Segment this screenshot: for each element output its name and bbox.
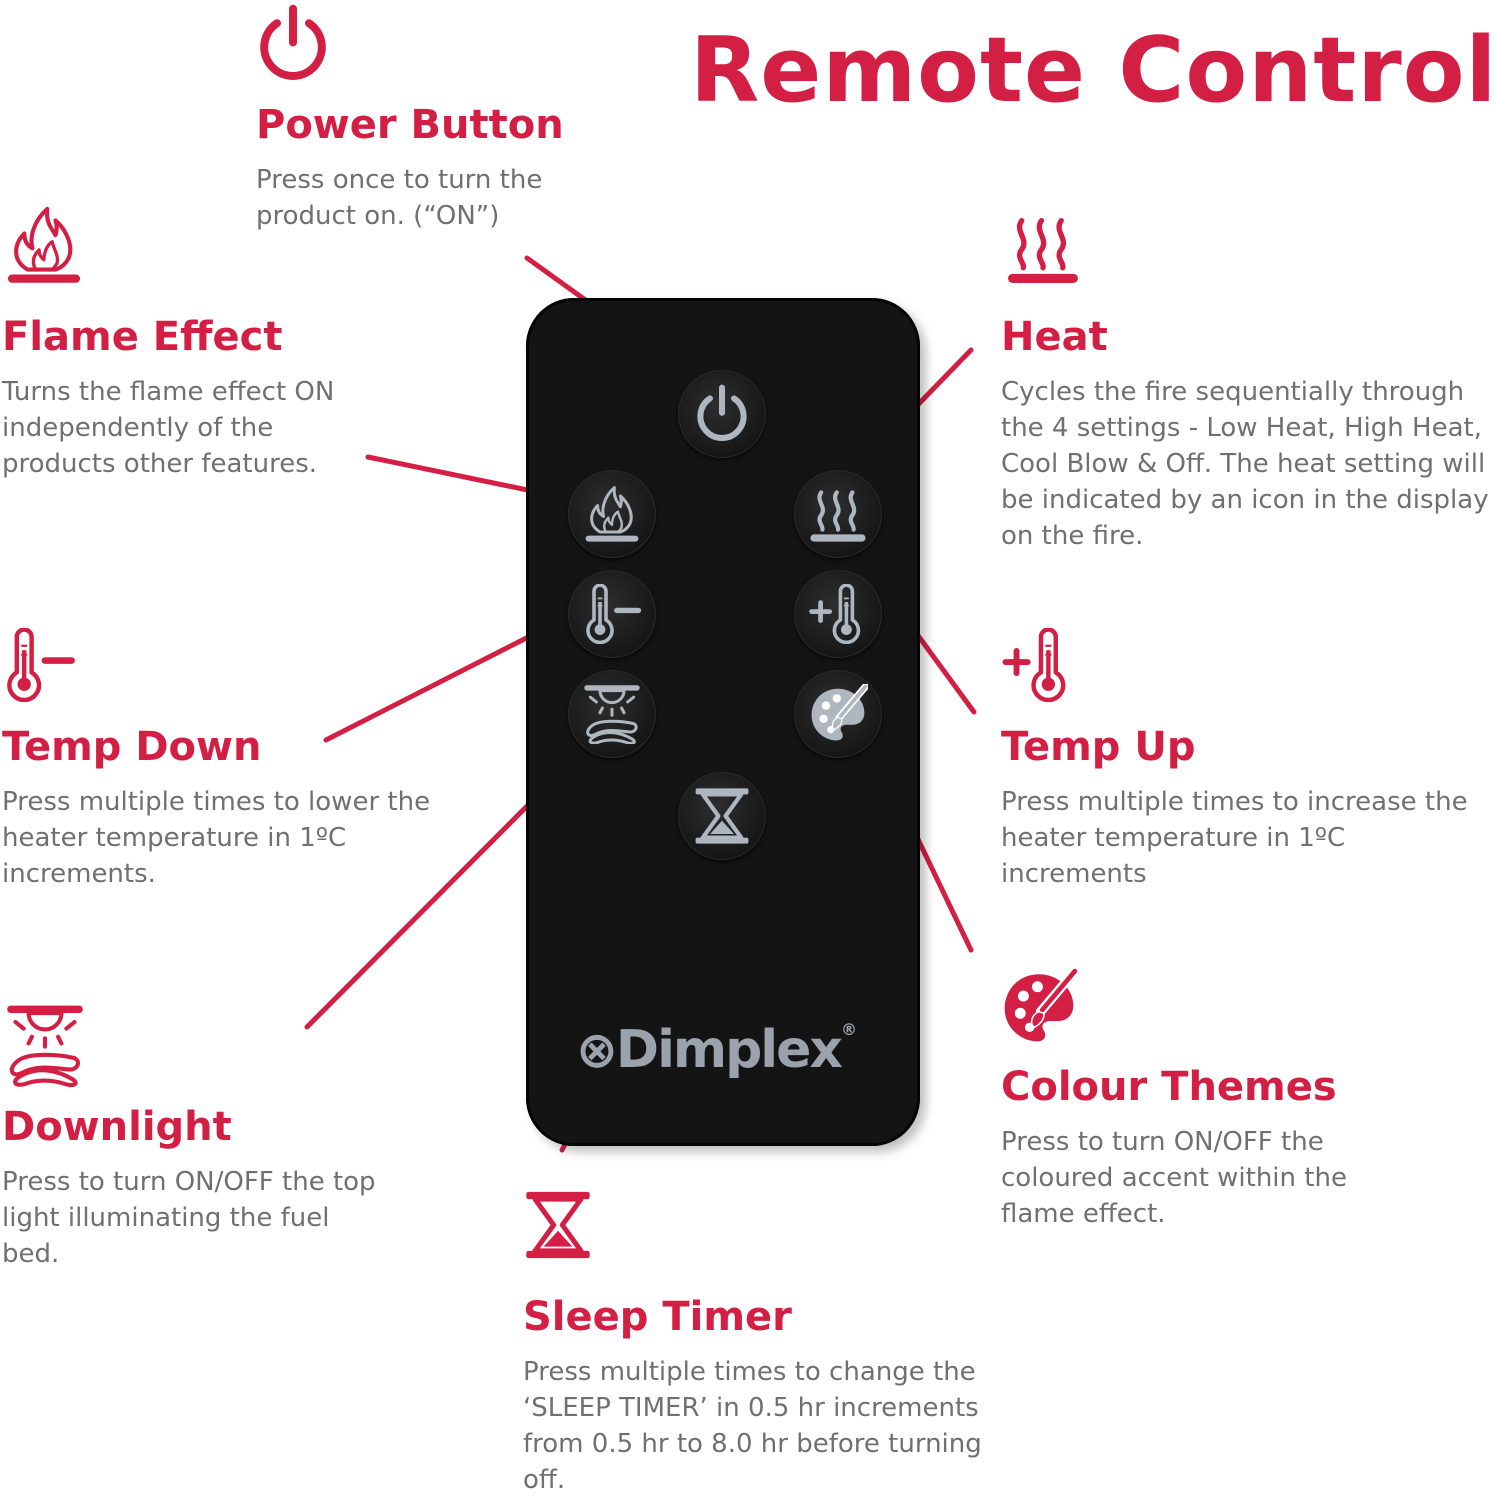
- remote-power-button[interactable]: [678, 370, 766, 458]
- section-temp-up: Temp Up Press multiple times to increase…: [1001, 724, 1481, 892]
- downlight-icon: [4, 1002, 86, 1088]
- downlight-icon: [582, 684, 642, 744]
- section-heading: Flame Effect: [2, 314, 283, 360]
- thermometer-plus-icon: [808, 584, 868, 644]
- remote-temp-down-button[interactable]: [568, 570, 656, 658]
- hourglass-icon: [692, 786, 752, 846]
- leader-flame: [365, 454, 545, 496]
- section-heading: Temp Up: [1001, 724, 1196, 770]
- thermometer-minus-icon: [2, 628, 76, 702]
- flame-icon: [582, 484, 642, 544]
- brand-name: Dimplex: [615, 1020, 843, 1080]
- thermometer-minus-icon: [582, 584, 642, 644]
- page-title: Remote Control: [690, 18, 1494, 123]
- brand-logo: ⊗Dimplex®: [576, 1020, 857, 1080]
- thermometer-plus-icon: [1001, 628, 1075, 702]
- section-sleep-timer: Sleep Timer Press multiple times to chan…: [523, 1294, 993, 1498]
- remote-temp-up-button[interactable]: [794, 570, 882, 658]
- section-downlight: Downlight Press to turn ON/OFF the top l…: [2, 1104, 382, 1272]
- section-heading: Colour Themes: [1001, 1064, 1337, 1110]
- section-description: Press to turn ON/OFF the top light illum…: [2, 1167, 376, 1269]
- heat-icon: [1001, 210, 1085, 286]
- power-icon: [692, 384, 752, 444]
- section-description: Press once to turn the product on. (“ON”…: [256, 165, 543, 231]
- flame-icon: [2, 204, 86, 286]
- hourglass-icon: [522, 1188, 594, 1262]
- registered-mark: ®: [840, 1020, 857, 1039]
- section-heading: Power Button: [256, 102, 564, 148]
- section-description: Press multiple times to lower the heater…: [2, 787, 431, 889]
- section-description: Press multiple times to change the ‘SLEE…: [523, 1357, 982, 1495]
- section-temp-down: Temp Down Press multiple times to lower …: [2, 724, 442, 892]
- section-heading: Temp Down: [2, 724, 262, 770]
- section-power: Power Button Press once to turn the prod…: [256, 102, 596, 234]
- heat-icon: [808, 484, 868, 544]
- leader-downlight: [304, 770, 563, 1030]
- remote-flame-button[interactable]: [568, 470, 656, 558]
- palette-icon: [808, 684, 868, 744]
- section-description: Turns the flame effect ON independently …: [2, 377, 335, 479]
- power-icon: [253, 2, 333, 86]
- brand-mark: ⊗: [576, 1021, 618, 1079]
- remote-heat-button[interactable]: [794, 470, 882, 558]
- section-heading: Sleep Timer: [523, 1294, 792, 1340]
- section-heading: Downlight: [2, 1104, 232, 1150]
- remote-downlight-button[interactable]: [568, 670, 656, 758]
- section-description: Press to turn ON/OFF the coloured accent…: [1001, 1127, 1347, 1229]
- section-heat: Heat Cycles the fire sequentially throug…: [1001, 314, 1491, 554]
- remote-colour-button[interactable]: [794, 670, 882, 758]
- section-heading: Heat: [1001, 314, 1108, 360]
- section-colour-themes: Colour Themes Press to turn ON/OFF the c…: [1001, 1064, 1421, 1232]
- section-flame-effect: Flame Effect Turns the flame effect ON i…: [2, 314, 382, 482]
- palette-icon: [1000, 968, 1078, 1046]
- leader-temp-down: [323, 624, 551, 743]
- remote-control: ⊗Dimplex®: [526, 298, 920, 1146]
- remote-sleep-button[interactable]: [678, 772, 766, 860]
- section-description: Press multiple times to increase the hea…: [1001, 787, 1468, 889]
- section-description: Cycles the fire sequentially through the…: [1001, 377, 1489, 551]
